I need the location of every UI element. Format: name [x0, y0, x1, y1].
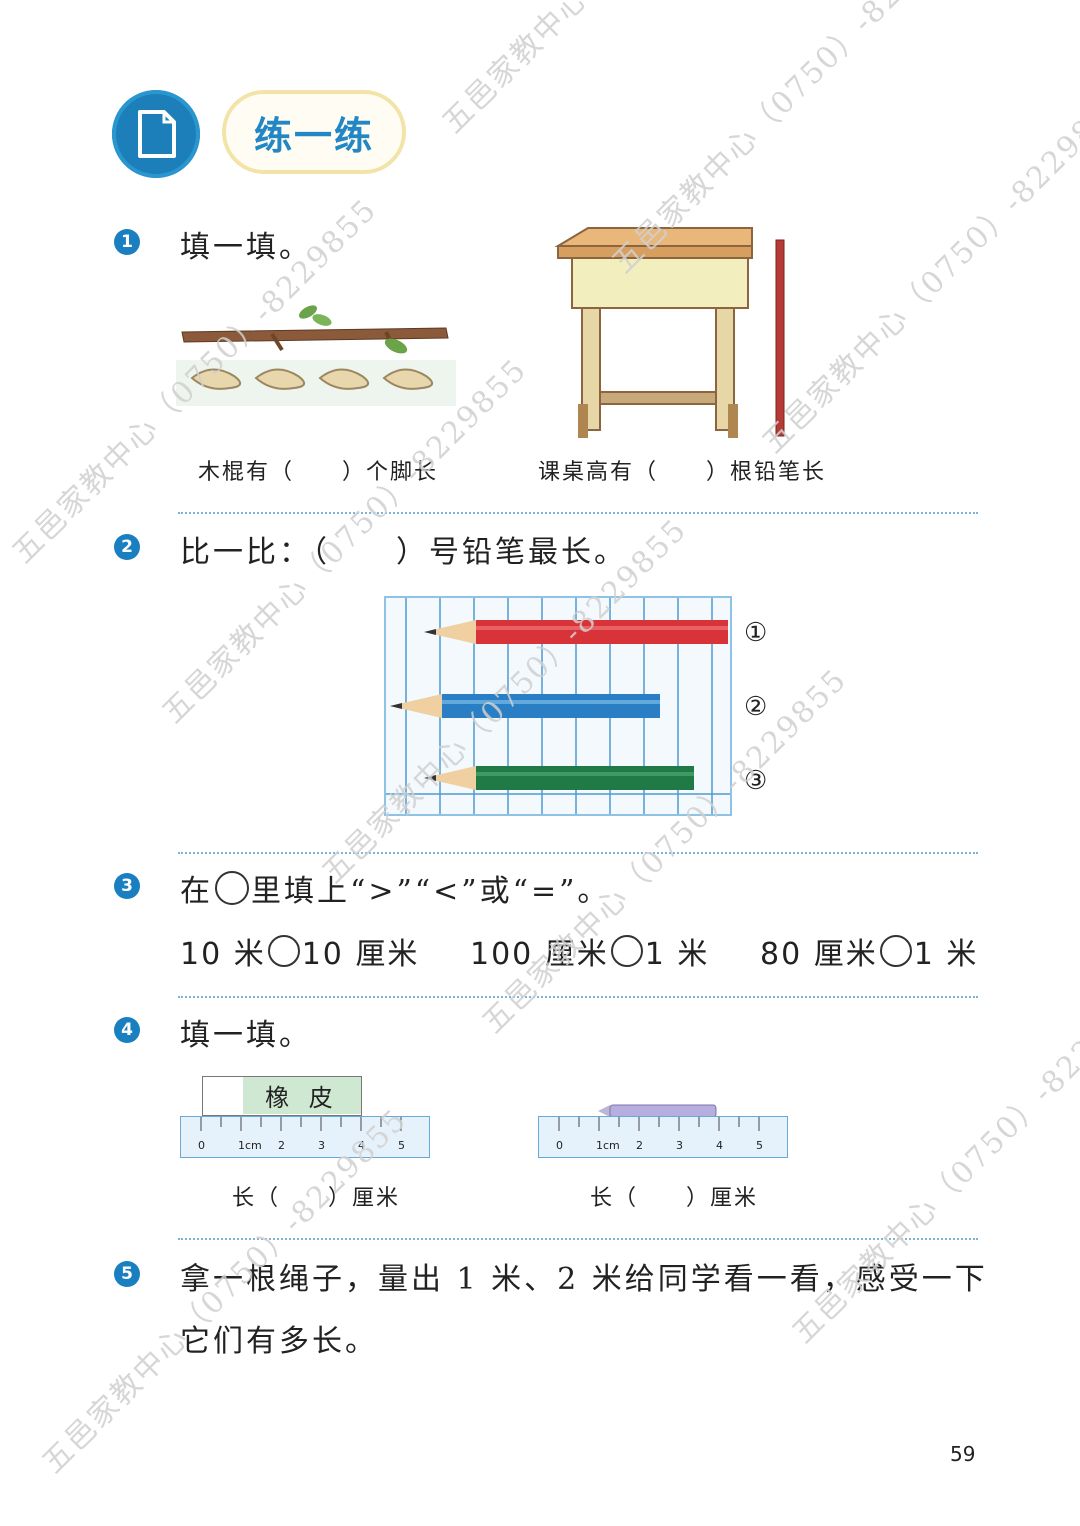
pencil-2: [390, 690, 662, 726]
question-number-5: 5: [114, 1261, 140, 1287]
section-title: 练一练: [222, 90, 406, 174]
pencil-1: [424, 616, 730, 652]
question-4-left-caption: 长（ ）厘米: [232, 1186, 401, 1211]
ruler-tick-label: 3: [676, 1139, 683, 1152]
comparison-1-left: 10 米: [180, 937, 266, 972]
question-3-text-after: 里填上“>”“<”或“=”。: [251, 874, 611, 909]
question-5-line-2: 它们有多长。: [180, 1324, 378, 1359]
ruler-tick-label: 1cm: [596, 1139, 620, 1152]
ruler-tick-label: 4: [716, 1139, 723, 1152]
eraser-label: 橡 皮: [243, 1077, 361, 1114]
ruler-tick-label: 5: [756, 1139, 763, 1152]
question-3-text-before: 在: [180, 874, 213, 909]
question-5-line-1: 拿一根绳子，量出 1 米、2 米给同学看一看，感受一下: [180, 1262, 988, 1297]
comparison-2-right: 1 米: [644, 937, 710, 972]
stick-with-footprints-illustration: [176, 298, 456, 408]
ruler-tick-label: 3: [318, 1139, 325, 1152]
document-icon: [112, 90, 200, 178]
question-number-1: 1: [114, 229, 140, 255]
question-number-3: 3: [114, 873, 140, 899]
ruler-left: 0 1cm 2 3 4 5: [180, 1116, 430, 1158]
divider: [178, 1238, 978, 1240]
ruler-tick-label: 0: [198, 1139, 205, 1152]
comparison-1-answer-circle[interactable]: [267, 935, 300, 967]
pencil-label-2: ②: [744, 692, 770, 722]
ruler-tick-label: 0: [556, 1139, 563, 1152]
pencil-3: [424, 762, 696, 798]
question-3-text: 在 里填上“>”“<”或“=”。: [180, 866, 610, 910]
watermark: 五邑家教中心（0750）-8229855: [430, 0, 815, 141]
question-1-left-caption: 木棍有（ ）个脚长: [198, 460, 439, 485]
comparison-1: 10 米 10 厘米: [180, 929, 419, 973]
comparison-3-right: 1 米: [913, 937, 979, 972]
question-number-4: 4: [114, 1017, 140, 1043]
ruler-tick-label: 5: [398, 1139, 405, 1152]
comparison-1-right: 10 厘米: [301, 937, 420, 972]
desk-and-pencil-illustration: [552, 224, 802, 446]
comparison-3-answer-circle[interactable]: [879, 935, 912, 967]
divider: [178, 512, 978, 514]
page-number: 59: [950, 1442, 976, 1466]
divider: [178, 996, 978, 998]
divider: [178, 852, 978, 854]
answer-circle-icon: [215, 871, 249, 905]
question-4-right-caption: 长（ ）厘米: [590, 1186, 759, 1211]
question-2-text: 比一比：（ ）号铅笔最长。: [180, 535, 627, 570]
question-4-text: 填一填。: [180, 1018, 312, 1053]
question-1-right-caption: 课桌高有（ ）根铅笔长: [538, 460, 827, 485]
pencil-label-1: ①: [744, 618, 770, 648]
eraser: 橡 皮: [202, 1076, 362, 1116]
question-1-text: 填一填。: [180, 230, 312, 265]
comparison-2: 100 厘米 1 米: [470, 929, 709, 973]
ruler-tick-label: 2: [636, 1139, 643, 1152]
pencil-label-3: ③: [744, 766, 770, 796]
crayon: [598, 1103, 720, 1123]
comparison-2-answer-circle[interactable]: [610, 935, 643, 967]
comparison-3: 80 厘米 1 米: [760, 929, 978, 973]
question-number-2: 2: [114, 534, 140, 560]
ruler-tick-label: 1cm: [238, 1139, 262, 1152]
comparison-3-left: 80 厘米: [760, 937, 878, 972]
comparison-2-left: 100 厘米: [470, 937, 609, 972]
ruler-tick-label: 4: [358, 1139, 365, 1152]
ruler-tick-label: 2: [278, 1139, 285, 1152]
ruler-right: 0 1cm 2 3 4 5: [538, 1116, 788, 1158]
pencil-grid: [384, 596, 732, 816]
